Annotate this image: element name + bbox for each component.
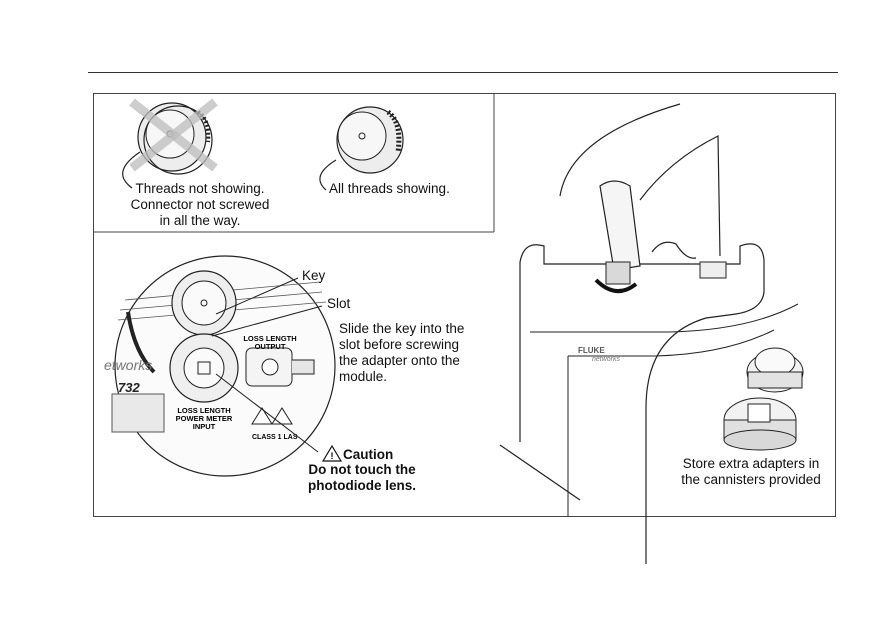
- caution-icon: [321, 444, 343, 462]
- caution-line1: Do not touch the: [308, 462, 416, 477]
- connector-right-illustration: [319, 106, 404, 191]
- instruction-text: Slide the key into the slot before screw…: [339, 321, 464, 385]
- key-label: Key: [302, 268, 326, 283]
- connector-wrong-illustration: [122, 98, 218, 189]
- caution-leader-line: [215, 373, 319, 453]
- header-rule: [88, 72, 838, 73]
- brand-partial-text: etworks: [104, 357, 152, 373]
- cannister-icon: [723, 347, 804, 451]
- instruction-line2: slot before screwing: [339, 337, 460, 352]
- hand-outline: [559, 103, 681, 197]
- instruction-line4: module.: [339, 369, 388, 384]
- caution-text: Do not touch the photodiode lens.: [300, 462, 424, 494]
- figure-frame: [93, 93, 836, 517]
- laser-class-text: CLASS 1 LAS: [252, 434, 298, 441]
- store-caption-line2: the cannisters provided: [681, 472, 821, 487]
- right-connector-caption: All threads showing.: [329, 181, 450, 196]
- caution-title: Caution: [343, 447, 394, 462]
- output-label-line1: LOSS LENGTH: [243, 334, 296, 343]
- caution-line2: photodiode lens.: [308, 478, 416, 493]
- wrong-caption-line2: Connector not screwed: [130, 197, 270, 212]
- device-brand-sub-text: networks: [592, 356, 621, 363]
- slot-leader-line: [211, 305, 323, 337]
- device-brand-text: FLUKE: [578, 346, 605, 355]
- wrong-connector-caption: Threads not showing. Connector not screw…: [120, 181, 280, 229]
- model-partial-text: 732: [118, 380, 140, 395]
- input-label-line1: LOSS LENGTH: [177, 406, 230, 415]
- rotate-arrow-icon: [594, 278, 638, 293]
- instruction-line3: the adapter onto the: [339, 353, 460, 368]
- wrong-caption-line3: in all the way.: [159, 213, 241, 228]
- key-leader-line: [215, 277, 299, 315]
- slot-label: Slot: [327, 296, 351, 311]
- wrong-caption-line1: Threads not showing.: [135, 181, 265, 196]
- instruction-line1: Slide the key into the: [339, 321, 465, 336]
- store-caption-line1: Store extra adapters in: [682, 456, 820, 471]
- svg-text:!: !: [331, 451, 334, 461]
- store-adapters-caption: Store extra adapters in the cannisters p…: [676, 456, 826, 488]
- input-label-line2: POWER METER: [176, 414, 233, 423]
- tester-illustration: FLUKE networks: [499, 103, 804, 564]
- output-label-line2: OUTPUT: [255, 342, 286, 351]
- module-closeup-illustration: etworks 732 LOSS LENGTH OUTPUT LOSS LENG…: [104, 255, 343, 477]
- input-label-line3: INPUT: [193, 422, 216, 431]
